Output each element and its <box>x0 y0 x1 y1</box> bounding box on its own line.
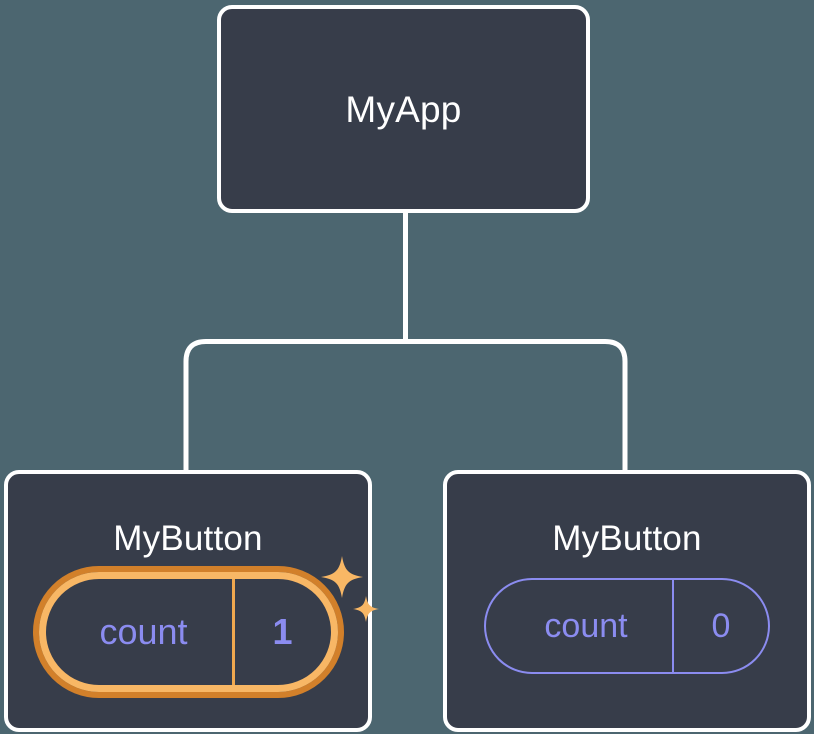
state-key-right: count <box>544 607 628 645</box>
state-badge-right[interactable]: count 0 <box>484 578 770 674</box>
state-badge-left-wrapper: count 1 <box>32 556 379 698</box>
state-key-left: count <box>99 611 188 652</box>
node-mybutton-left[interactable]: MyButton count 1 <box>4 470 379 732</box>
node-myapp-label: MyApp <box>345 88 462 130</box>
state-value-right: 0 <box>672 580 768 672</box>
node-mybutton-right[interactable]: MyButton count 0 <box>443 470 811 732</box>
connector-branch-left <box>183 339 406 473</box>
state-value-left: 1 <box>231 579 331 685</box>
state-badge-left[interactable]: count 1 <box>32 566 344 698</box>
state-badge-left-inner: count 1 <box>38 572 338 692</box>
node-mybutton-right-label: MyButton <box>552 519 702 558</box>
node-mybutton-left-label: MyButton <box>113 519 263 558</box>
connector-branch-right <box>405 339 628 473</box>
node-myapp[interactable]: MyApp <box>217 5 590 213</box>
state-badge-right-wrapper: count 0 <box>484 578 770 674</box>
